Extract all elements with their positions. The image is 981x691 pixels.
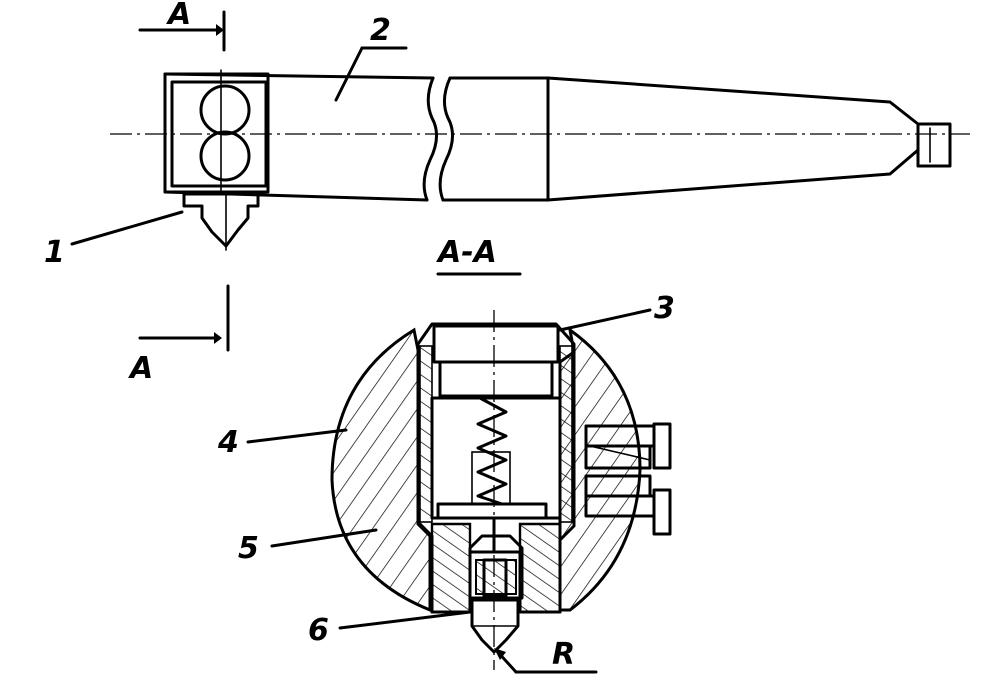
cap-part-3 (432, 324, 560, 364)
section-marker-top: A (138, 0, 226, 52)
section-letter-top: A (166, 0, 191, 32)
label-part-3: 3 (654, 291, 675, 326)
body-left-section (330, 327, 432, 613)
collar-right (518, 522, 562, 614)
section-marker-bottom: A (128, 284, 230, 386)
label-part-6: 6 (308, 613, 329, 648)
callout-5: 5 (238, 528, 378, 566)
label-radius: R (552, 637, 575, 672)
ball-lower (199, 130, 251, 182)
callout-1: 1 (44, 210, 184, 270)
spring (476, 396, 508, 506)
section-view (330, 310, 672, 670)
section-letter-bottom: A (128, 351, 153, 386)
callout-4: 4 (217, 425, 348, 460)
tip-top-view (182, 192, 260, 248)
clamp-screw-upper (584, 422, 672, 470)
callout-6: 6 (308, 610, 472, 648)
callout-3: 3 (558, 291, 675, 332)
holder-side-view (110, 69, 970, 251)
section-title: A-A (436, 235, 497, 270)
callout-2: 2 (334, 13, 408, 102)
label-part-2: 2 (370, 13, 391, 48)
tip-section (470, 598, 520, 654)
label-part-4: 4 (217, 425, 239, 460)
ball-upper (199, 84, 251, 136)
collar-left-part-5 (430, 522, 472, 614)
callout-radius: R (494, 637, 598, 674)
plunger-plate (436, 502, 548, 520)
head-window (170, 80, 268, 188)
clamp-screw-lower (584, 474, 672, 536)
nut-part-6 (468, 534, 524, 600)
label-part-1: 1 (44, 235, 65, 270)
label-part-5: 5 (238, 531, 259, 566)
